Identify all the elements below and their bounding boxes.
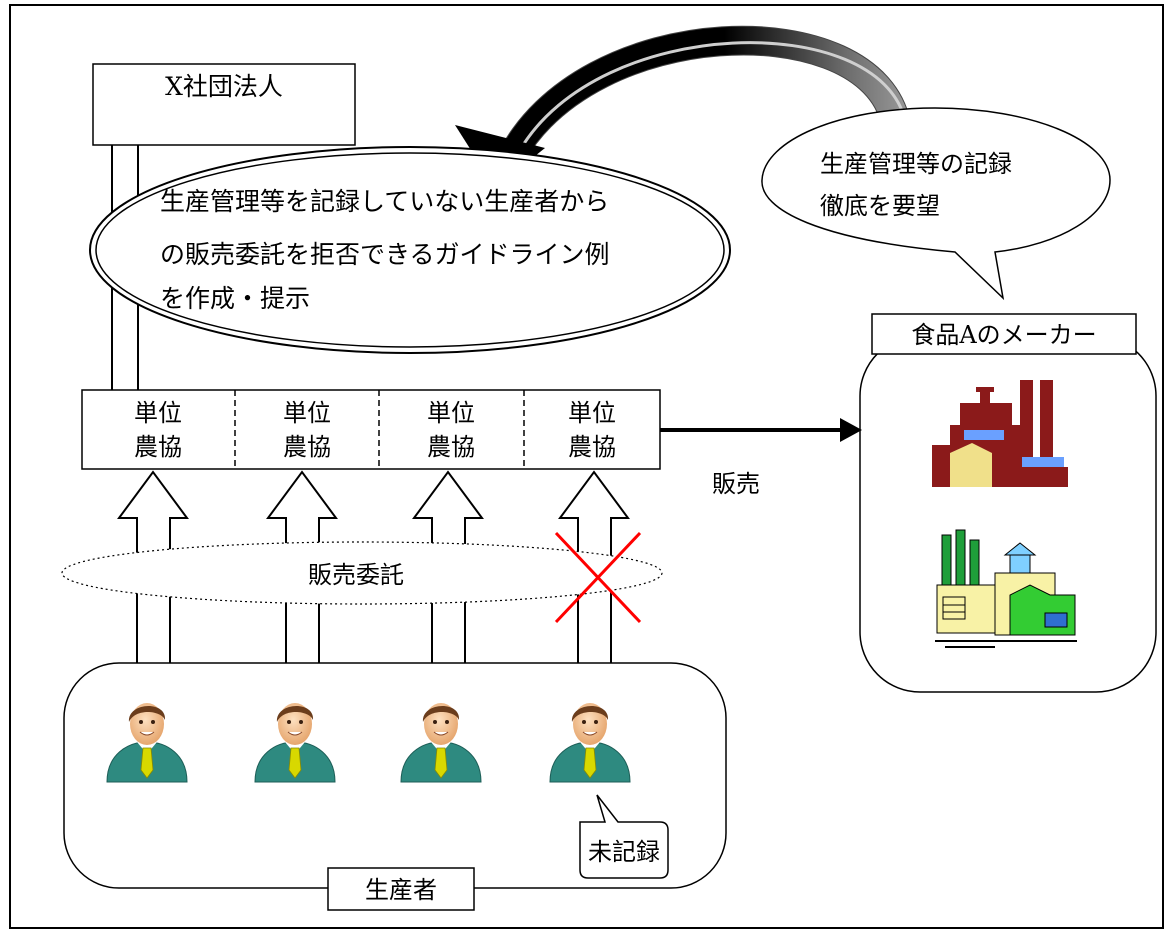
sale-label: 販売: [712, 470, 760, 498]
person-icon: [254, 703, 336, 783]
consignment-label: 販売委託: [308, 561, 404, 589]
guideline-text-line3: を作成・提示: [160, 284, 310, 313]
producers-label-box: [327, 867, 475, 911]
coop-unit-line2: 農協: [568, 433, 616, 461]
unrecorded-label: 未記録: [588, 838, 660, 866]
factory-red-icon: [932, 380, 1068, 487]
coop-unit-line1: 単位: [427, 399, 475, 427]
request-text-line1: 生産管理等の記録: [820, 150, 1012, 178]
org-box: [92, 63, 356, 146]
guideline-text-line2: の販売委託を拒否できるガイドライン例: [160, 240, 610, 269]
coop-row: [81, 389, 661, 470]
coop-unit-line2: 農協: [283, 433, 331, 461]
producers-label: 生産者: [365, 876, 437, 904]
coop-unit-line1: 単位: [568, 399, 616, 427]
consignment-ellipse: [61, 541, 663, 605]
coop-unit-line2: 農協: [134, 433, 182, 461]
guideline-text-line1: 生産管理等を記録していない生産者から: [160, 187, 609, 216]
org-label: X社団法人: [165, 72, 283, 101]
outer-frame: [9, 4, 1164, 929]
person-icon: [106, 703, 188, 783]
maker-label: 食品Aのメーカー: [911, 321, 1096, 349]
guideline-bubble: [89, 146, 731, 354]
reject-x-icon: [554, 531, 642, 624]
factory-green-icon: [935, 529, 1077, 648]
request-bubble: [761, 107, 1111, 301]
maker-container: [859, 335, 1157, 693]
maker-label-box: [871, 313, 1137, 355]
coop-unit-line2: 農協: [427, 433, 475, 461]
unrecorded-callout: [579, 794, 669, 879]
sale-arrow-icon: [660, 418, 862, 442]
person-icon: [400, 703, 482, 783]
request-text-line2: 徹底を要望: [820, 192, 940, 220]
person-icon: [549, 703, 631, 783]
coop-unit-line1: 単位: [134, 399, 182, 427]
coop-unit-line1: 単位: [283, 399, 331, 427]
